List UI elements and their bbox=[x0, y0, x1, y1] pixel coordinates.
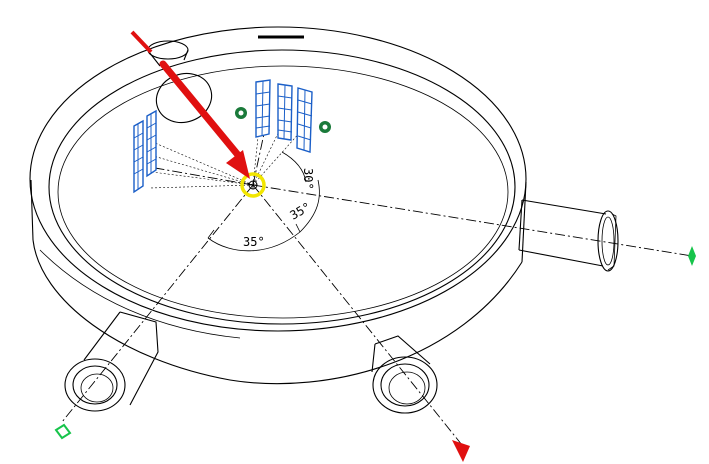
dimension-front-angle: 35° bbox=[243, 235, 265, 249]
diamond-marker-icon bbox=[688, 246, 696, 266]
right-port bbox=[518, 199, 619, 272]
red-arrow-icon bbox=[452, 440, 470, 462]
target-ring-icon bbox=[240, 172, 266, 198]
left-panel-group bbox=[133, 109, 157, 194]
dimension-arcs bbox=[207, 151, 320, 252]
sensor-dot-icon bbox=[235, 107, 247, 119]
red-arrow-icon bbox=[130, 30, 250, 179]
dimension-upper-angle: 30° bbox=[301, 168, 315, 190]
dimension-right-angle: 35° bbox=[288, 200, 314, 223]
vessel-outer-body bbox=[29, 26, 527, 385]
bottom-right-port bbox=[371, 335, 438, 414]
diamond-marker-icon bbox=[54, 423, 72, 440]
sensor-dot-icon bbox=[319, 121, 331, 133]
top-port bbox=[147, 40, 189, 67]
panel-sightlines bbox=[147, 117, 303, 189]
back-panel-group bbox=[255, 79, 313, 153]
bottom-left-port bbox=[64, 311, 159, 412]
